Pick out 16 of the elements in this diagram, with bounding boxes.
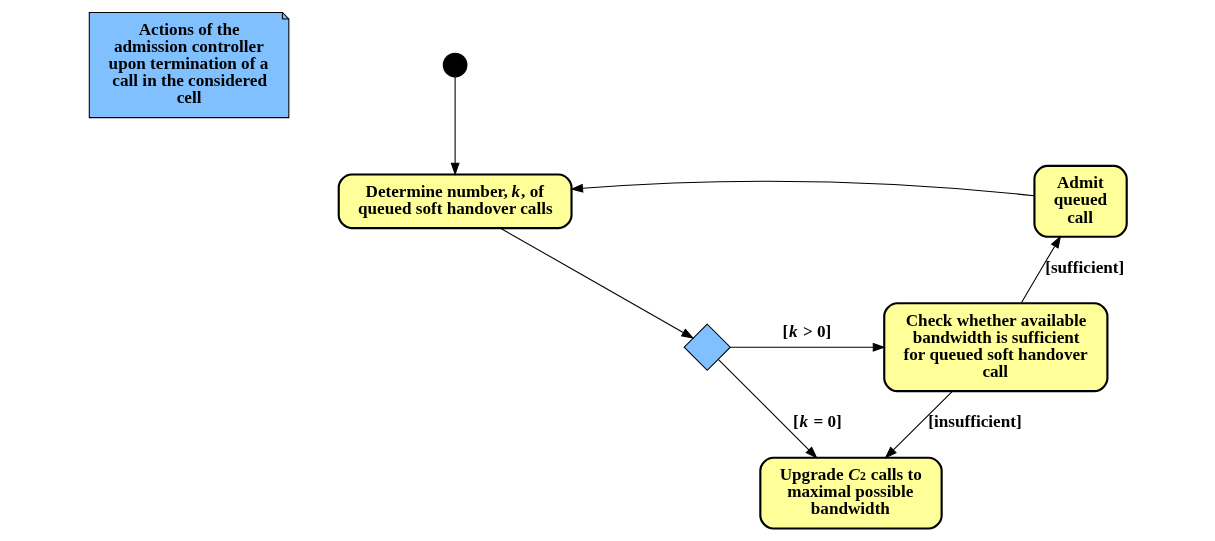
arrow bbox=[499, 227, 694, 339]
arrow bbox=[1020, 235, 1061, 304]
arrow bbox=[729, 342, 886, 352]
arrow bbox=[717, 359, 818, 459]
node-box: Determine number, k, of queued soft handover calls bbox=[337, 173, 573, 230]
node-box: Upgrade C2 calls to maximal possible bandwidth bbox=[758, 456, 943, 530]
edge-label: [k = 0] bbox=[792, 412, 842, 432]
edge-label: [insufficient] bbox=[927, 412, 1022, 432]
arrow bbox=[569, 180, 1035, 197]
edge-label: [k > 0] bbox=[782, 322, 831, 342]
arrow bbox=[450, 76, 460, 176]
arrow bbox=[884, 390, 953, 459]
node-box: Admit queued call bbox=[1032, 164, 1128, 238]
node-circle bbox=[442, 52, 467, 78]
edge-label: [sufficient] bbox=[1044, 257, 1124, 277]
node-box: Check whether available bandwidth is sufficient for queued soft handover call bbox=[882, 302, 1108, 393]
